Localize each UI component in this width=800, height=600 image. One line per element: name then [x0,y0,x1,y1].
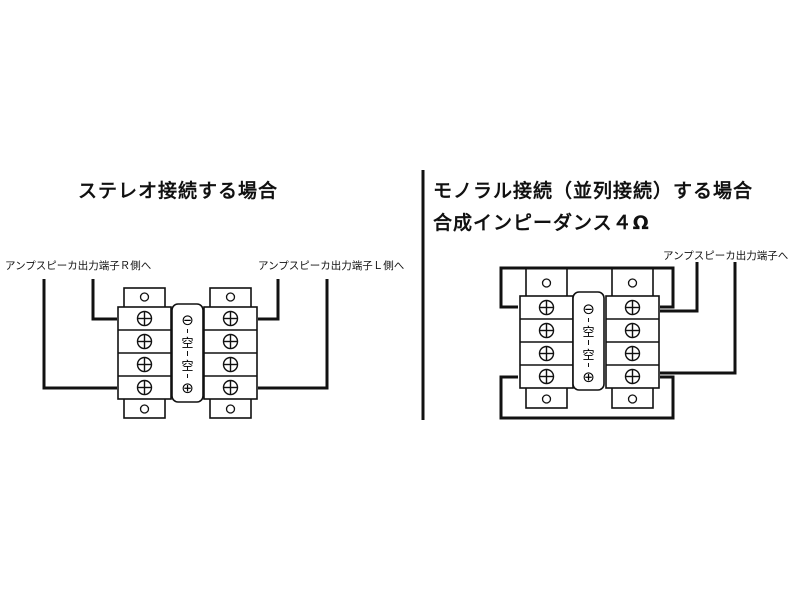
screw-terminal-icon [624,368,641,385]
screw-terminal-icon [222,356,239,373]
mono-amp-wire-plus [660,262,737,375]
screw-terminal-icon [222,310,239,327]
stereo-wire-r-minus [91,279,117,321]
mono-plate-label-empty: 空 [582,348,594,362]
mono-heading-line2: 合成インピーダンス４Ω [433,212,650,234]
stereo-wire-l-plus [258,279,329,390]
screw-terminal-icon [538,299,555,316]
mono-plate-label-plus: ⊕ [582,368,595,386]
mono-plate-label-minus: ⊖ [582,300,595,318]
screw-terminal-icon [538,345,555,362]
screw-terminal-icon [136,310,153,327]
screw-terminal-icon [538,368,555,385]
stereo-plate-label-empty: 空 [181,336,193,350]
screw-terminal-icon [538,322,555,339]
stereo-terminal-block-left [117,287,172,419]
mono-heading-line1: モノラル接続（並列接続）する場合 [433,180,754,202]
stereo-label-plate: ⊖ 空 空 ⊕ [171,303,204,403]
mono-label-plate: ⊖ 空 空 ⊕ [572,291,605,391]
stereo-wire-l-minus [258,279,280,321]
mono-terminal-block-left [519,267,574,409]
stereo-terminal-block-right [203,287,258,419]
screw-terminal-icon [136,333,153,350]
mono-terminal-block-right [605,267,660,409]
stereo-wire-r-plus [42,279,117,390]
mono-jumper-minus [499,266,675,309]
screw-terminal-icon [624,345,641,362]
screw-terminal-icon [136,379,153,396]
stereo-heading: ステレオ接続する場合 [78,180,279,202]
mono-jumper-plus [499,375,675,420]
screw-terminal-icon [624,299,641,316]
stereo-plate-label-minus: ⊖ [181,311,194,329]
stereo-plate-label-empty: 空 [181,359,193,373]
stereo-r-label: アンプスピーカ出力端子Ｒ側へ [5,260,152,272]
mono-amp-label: アンプスピーカ出力端子へ [663,250,789,262]
screw-terminal-icon [136,356,153,373]
screw-terminal-icon [222,379,239,396]
screw-terminal-icon [222,333,239,350]
screw-terminal-icon [624,322,641,339]
stereo-plate-label-plus: ⊕ [181,379,194,397]
mono-amp-wire-minus [660,262,699,313]
stereo-l-label: アンプスピーカ出力端子Ｌ側へ [258,260,405,272]
mono-plate-label-empty: 空 [582,325,594,339]
